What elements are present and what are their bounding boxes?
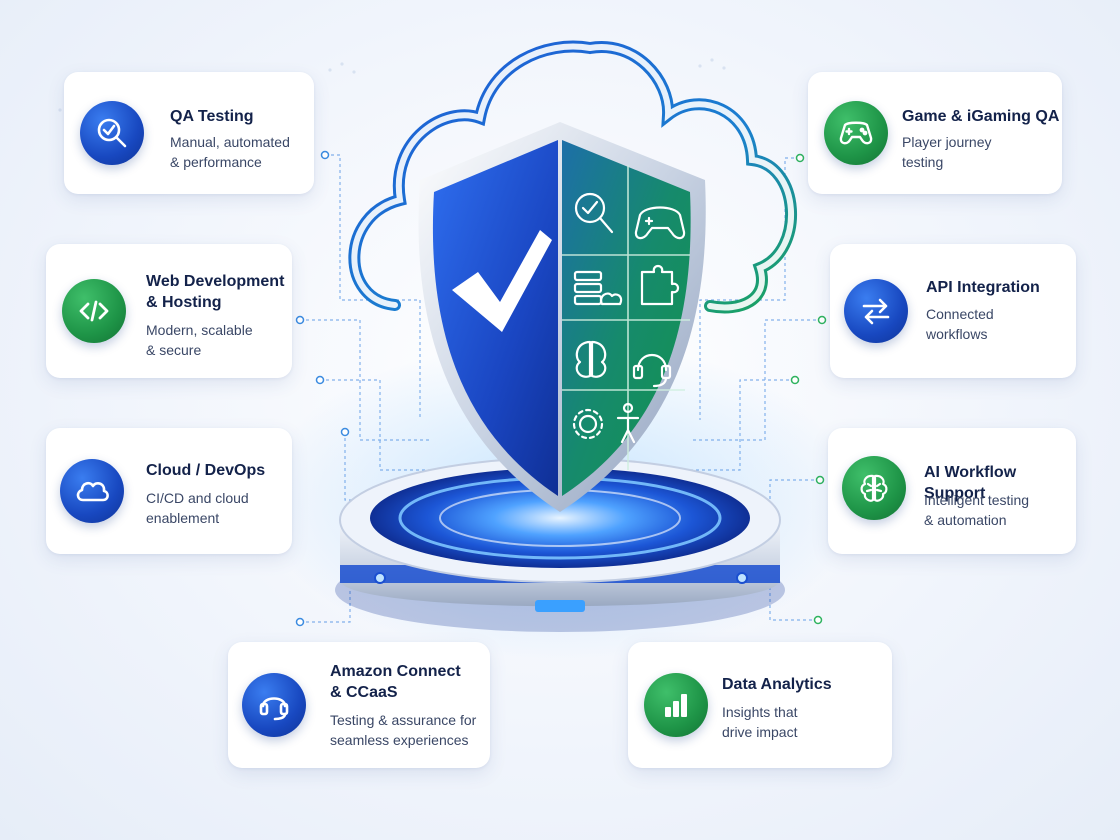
magnifier-check-icon (80, 101, 144, 165)
card-data-analytics[interactable]: Data Analytics Insights that drive impac… (628, 642, 892, 768)
card-title-line-2: & Hosting (146, 294, 222, 311)
card-title: Data Analytics (722, 676, 832, 693)
card-subtitle-line-2: workflows (926, 326, 988, 342)
code-brackets-icon (62, 279, 126, 343)
brain-icon (842, 456, 906, 520)
card-subtitle-line-1: Connected (926, 306, 994, 322)
card-subtitle-line-1: Modern, scalable (146, 322, 253, 338)
card-title-line-2: & CCaaS (330, 684, 398, 701)
card-subtitle-line-2: enablement (146, 510, 220, 526)
bar-chart-icon (644, 673, 708, 737)
card-subtitle-line-1: CI/CD and cloud (146, 490, 249, 506)
card-api-integration[interactable]: API Integration Connected workflows (830, 244, 1076, 378)
card-ai-workflow[interactable]: AI Workflow Support Intelligent testing … (828, 428, 1076, 554)
card-web-development[interactable]: Web Development & Hosting Modern, scalab… (46, 244, 292, 378)
cloud-icon (60, 459, 124, 523)
headset-icon (242, 673, 306, 737)
card-cloud-devops[interactable]: Cloud / DevOps CI/CD and cloud enablemen… (46, 428, 292, 554)
card-title: API Integration (926, 279, 1040, 296)
swap-arrows-icon (844, 279, 908, 343)
card-title-line-1: Web Development (146, 273, 285, 290)
card-subtitle-line-2: & secure (146, 342, 202, 358)
card-subtitle-line-1: Player journey (902, 134, 992, 150)
card-title: Cloud / DevOps (146, 462, 266, 479)
card-subtitle-line-2: testing (902, 154, 944, 170)
card-subtitle-line-1: Manual, automated (170, 134, 290, 150)
card-subtitle-line-1: Insights that (722, 704, 798, 720)
card-subtitle-line-2: seamless experiences (330, 732, 469, 748)
card-subtitle-line-2: & performance (170, 154, 262, 170)
card-subtitle-line-2: drive impact (722, 724, 798, 740)
card-subtitle-line-2: & automation (924, 512, 1007, 528)
gamepad-icon (824, 101, 888, 165)
card-amazon-connect[interactable]: Amazon Connect & CCaaS Testing & assuran… (228, 642, 490, 768)
card-subtitle-line-1: Intelligent testing (924, 492, 1030, 508)
card-title: Game & iGaming QA (902, 108, 1060, 125)
card-title-line-1: Amazon Connect (330, 663, 461, 680)
card-qa-testing[interactable]: QA Testing Manual, automated & performan… (64, 72, 314, 194)
card-game-qa[interactable]: Game & iGaming QA Player journey testing (808, 72, 1062, 194)
card-title: QA Testing (170, 108, 254, 125)
card-title: AI Workflow Support (924, 464, 1017, 502)
card-subtitle-line-1: Testing & assurance for (330, 712, 477, 728)
